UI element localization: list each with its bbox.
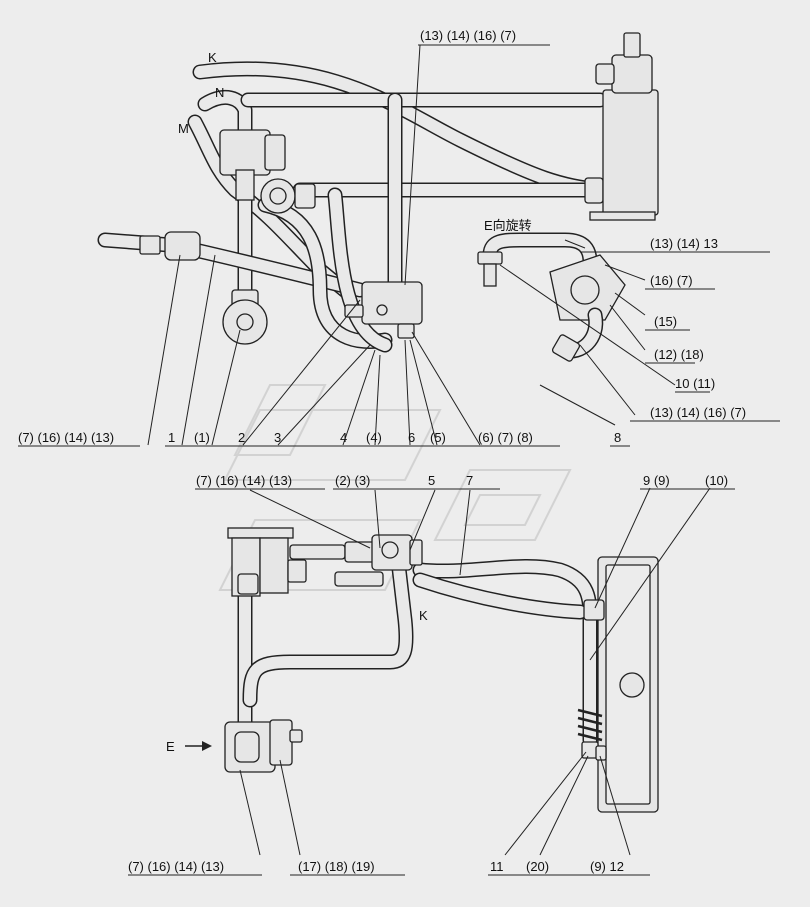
callout-bottom-e: (9) 12	[590, 859, 624, 874]
callout-pump-1: (13) (14) 13	[650, 236, 718, 251]
callout-8: 8	[614, 430, 621, 445]
hose-label-n: N	[215, 85, 224, 100]
hose-label-m: M	[178, 121, 189, 136]
callout-row1-i: (5)	[430, 430, 446, 445]
labels: K N M (13) (14) (16) (7) E向旋转 (13) (14) …	[18, 28, 746, 874]
callout-row1-g: (4)	[366, 430, 382, 445]
view-arrow-label-e: E	[166, 739, 175, 754]
callout-row1-a: (7) (16) (14) (13)	[18, 430, 114, 445]
callout-pump-4: (12) (18)	[654, 347, 704, 362]
callout-bottom-a: (7) (16) (14) (13)	[128, 859, 224, 874]
callout-row2-a: (7) (16) (14) (13)	[196, 473, 292, 488]
hose-label-k: K	[208, 50, 217, 65]
callout-top-pipe: (13) (14) (16) (7)	[420, 28, 516, 43]
callout-pump-3: (15)	[654, 314, 677, 329]
leader-lines	[147, 44, 711, 856]
callout-bottom-d: (20)	[526, 859, 549, 874]
callout-row1-f: 4	[340, 430, 347, 445]
callout-row2-f: (10)	[705, 473, 728, 488]
callout-row2-c: 5	[428, 473, 435, 488]
callout-row2-b: (2) (3)	[335, 473, 370, 488]
hose-label-k-lower: K	[419, 608, 428, 623]
callout-row1-d: 2	[238, 430, 245, 445]
callout-bottom-b: (17) (18) (19)	[298, 859, 375, 874]
view-label-e: E向旋转	[484, 218, 532, 233]
callout-row1-c: (1)	[194, 430, 210, 445]
callout-row1-j: (6) (7) (8)	[478, 430, 533, 445]
callout-pump-6: (13) (14) (16) (7)	[650, 405, 746, 420]
callout-row1-b: 1	[168, 430, 175, 445]
callout-pump-2: (16) (7)	[650, 273, 693, 288]
callout-pump-5: 10 (11)	[675, 376, 715, 391]
callout-row1-e: 3	[274, 430, 281, 445]
callout-row2-e: 9 (9)	[643, 473, 670, 488]
callout-row2-d: 7	[466, 473, 473, 488]
upper-assembly	[97, 32, 659, 362]
lower-assembly	[185, 527, 659, 813]
callout-row1-h: 6	[408, 430, 415, 445]
label-underlines	[18, 44, 780, 876]
callout-bottom-c: 11	[490, 859, 504, 874]
